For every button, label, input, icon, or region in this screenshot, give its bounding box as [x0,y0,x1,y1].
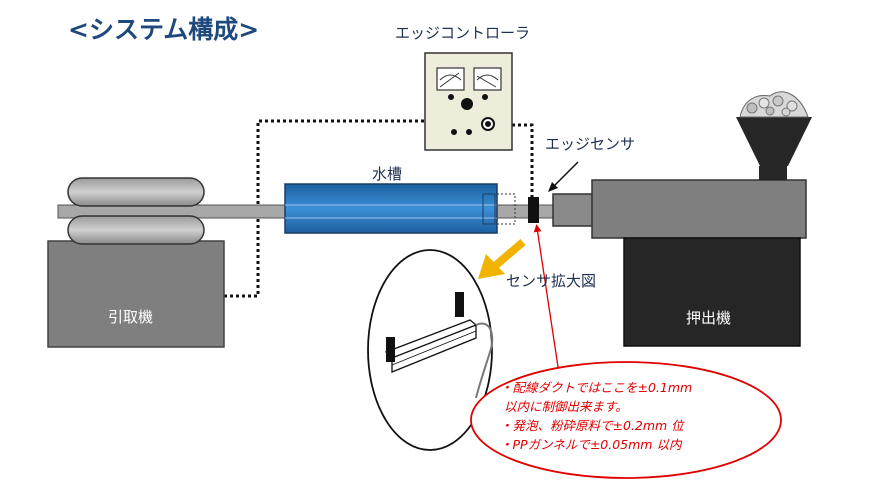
sensor-zoom-label: センサ拡大図 [506,272,597,290]
zoom-arrow [478,238,526,279]
note-bubble [470,361,782,479]
right-meter [473,67,502,91]
sensor-zoom-view [367,249,494,451]
water-tank [284,183,516,234]
water-tank-label: 水槽 [372,165,403,183]
note-line: ・発泡、粉砕原料で±0.2mm 位 [500,418,684,433]
edge-controller [424,52,513,151]
annotation-arrow [533,224,561,381]
sensor-label: エッジセンサ [545,135,636,153]
edge-sensor [528,197,539,223]
sensor-pointer-arrow [552,161,579,188]
note-line: 以内に制御出来ます。 [504,399,628,414]
controller-label: エッジコントローラ [395,24,531,42]
accuracy-note: ・配線ダクトではここを±0.1mm 以内に制御出来ます。 ・発泡、粉砕原料で±0… [500,378,740,454]
extruder-machine [552,91,812,347]
upper-roller [67,177,205,207]
puller-label: 引取機 [108,308,154,326]
extruder-label: 押出機 [686,309,732,327]
lower-roller [67,215,205,245]
note-line: ・配線ダクトではここを±0.1mm [500,380,693,395]
page-title: <システム構成> [68,15,260,44]
note-line: ・PPガンネルで±0.05mm 以内 [500,437,682,452]
pellet-pile [739,91,809,118]
puller-machine [47,177,225,348]
